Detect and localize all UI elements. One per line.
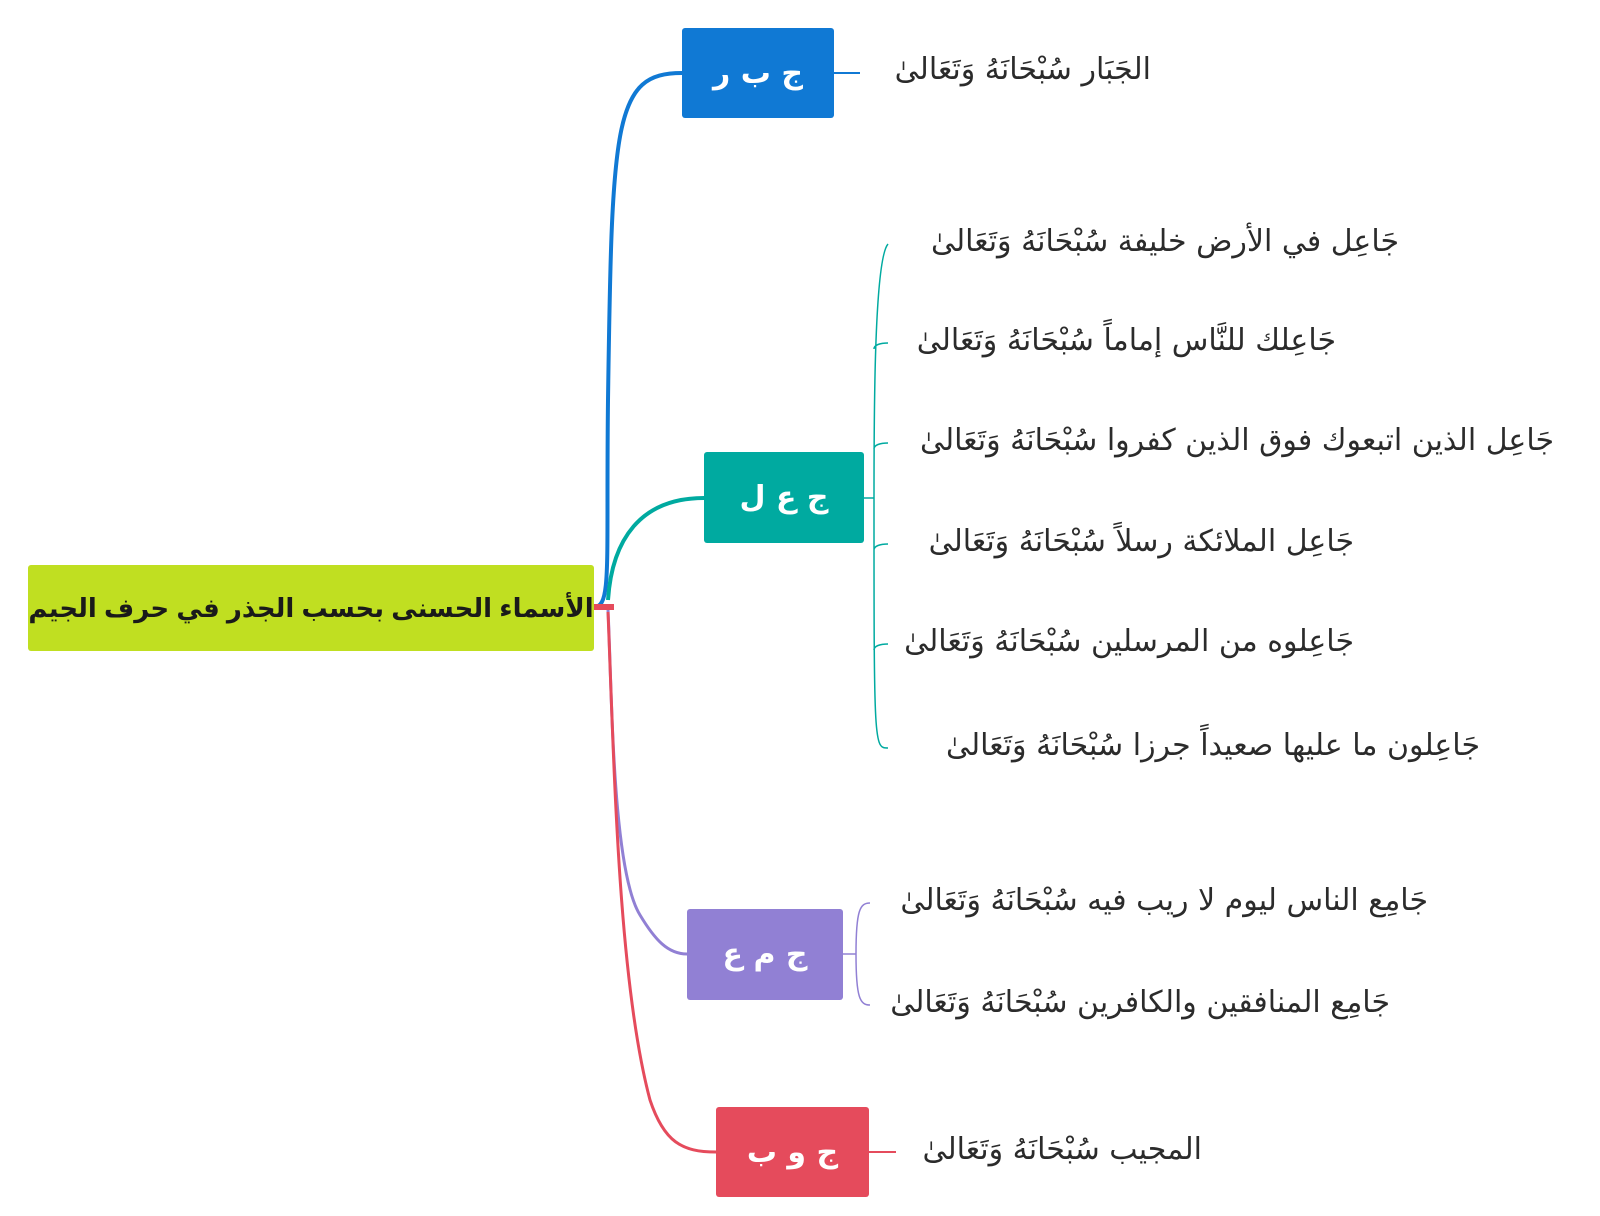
- root-topic-label: الأسماء الحسنى بحسب الجذر في حرف الجيم: [28, 592, 594, 623]
- link-branch-2-leaves: [864, 243, 889, 749]
- branch-topic-label: ج و ب: [746, 1134, 839, 1170]
- leaf-topic[interactable]: جَاعِل في الأرض خليفة سُبْحَانَهُ وَتَعَ…: [930, 224, 1399, 259]
- leaf-topic[interactable]: الجَبَار سُبْحَانَهُ وَتَعَالىٰ: [894, 52, 1151, 87]
- branch-topic-label: ج م ع: [722, 937, 808, 972]
- branch-topic-jel[interactable]: ج ع ل: [704, 452, 864, 543]
- branch-topic-label: ج ع ل: [739, 480, 829, 515]
- leaf-topic[interactable]: جَاعِلون ما عليها صعيداً جرزا سُبْحَانَه…: [945, 728, 1480, 763]
- link-root-branch-3: [606, 609, 688, 956]
- root-topic[interactable]: الأسماء الحسنى بحسب الجذر في حرف الجيم: [28, 565, 594, 651]
- link-branch-3-leaves: [843, 902, 871, 1006]
- leaf-topic[interactable]: جَاعِلوه من المرسلين سُبْحَانَهُ وَتَعَا…: [904, 624, 1354, 659]
- branch-topic-jwb[interactable]: ج و ب: [716, 1107, 869, 1197]
- leaf-topic[interactable]: جَاعِل الملائكة رسلاً سُبْحَانَهُ وَتَعَ…: [928, 524, 1354, 559]
- leaf-topic[interactable]: جَامِع المنافقين والكافرين سُبْحَانَهُ و…: [890, 985, 1390, 1020]
- link-root-branch-1: [593, 71, 683, 609]
- leaf-topic[interactable]: المجيب سُبْحَانَهُ وَتَعَالىٰ: [922, 1132, 1203, 1167]
- leaf-topic[interactable]: جَاعِل الذين اتبعوك فوق الذين كفروا سُبْ…: [920, 423, 1554, 458]
- leaf-topic[interactable]: جَاعِلك للنَّاس إماماً سُبْحَانَهُ وَتَع…: [916, 323, 1336, 358]
- branch-topic-jbr[interactable]: ج ب ر: [682, 28, 834, 118]
- branch-topic-jme[interactable]: ج م ع: [687, 909, 843, 1000]
- branch-topic-label: ج ب ر: [713, 55, 803, 91]
- leaf-topic[interactable]: جَامِع الناس ليوم لا ريب فيه سُبْحَانَهُ…: [900, 883, 1428, 918]
- link-root-branch-2: [606, 496, 705, 601]
- link-root-branch-4: [606, 611, 717, 1154]
